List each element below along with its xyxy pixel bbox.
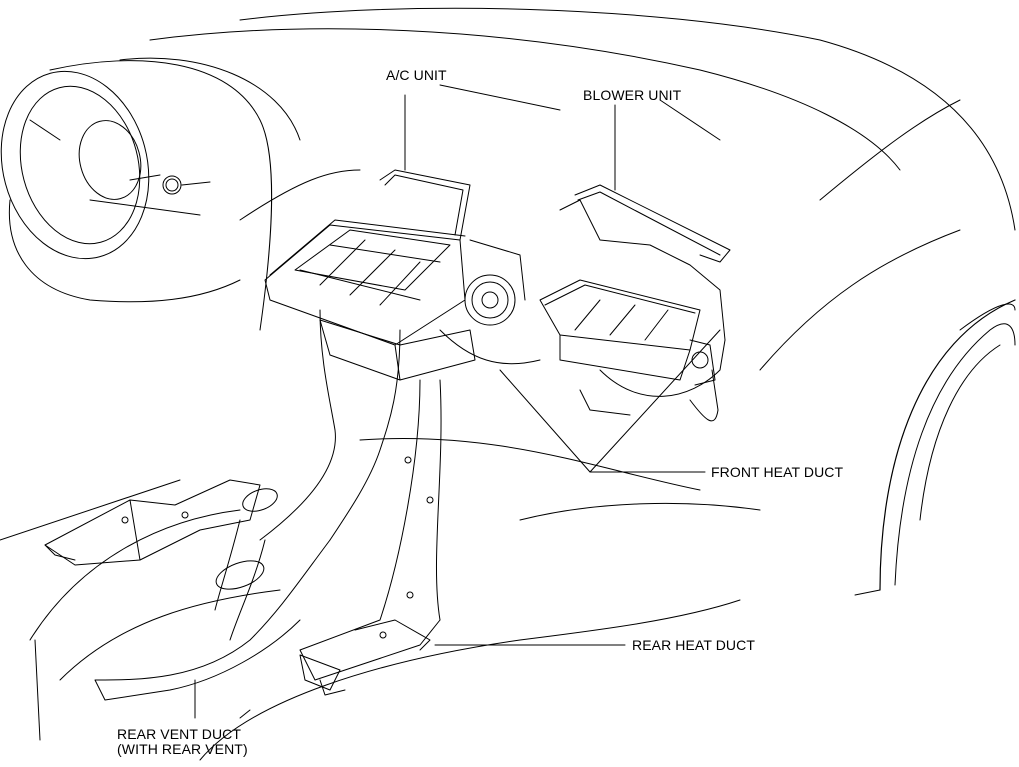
label-blower-unit: BLOWER UNIT — [583, 87, 682, 103]
label-rear-vent-duct: REAR VENT DUCT (WITH REAR VENT) — [117, 727, 248, 757]
blower-unit-drawing — [539, 184, 731, 422]
leader-rear-vent-duct-2 — [239, 709, 251, 719]
leader-lines — [194, 84, 721, 719]
label-rear-vent-duct-line1: REAR VENT DUCT — [117, 726, 242, 742]
label-rear-vent-duct-line2: (WITH REAR VENT) — [117, 741, 248, 757]
ac-unit-drawing — [264, 169, 541, 381]
leader-front-heat-duct-2 — [589, 329, 721, 473]
leader-front-heat-duct-1 — [499, 369, 706, 473]
label-ac-unit: A/C UNIT — [386, 67, 447, 83]
leader-blower-unit-2 — [659, 99, 721, 141]
steering-wheel — [0, 70, 211, 260]
rear-heat-duct-drawing — [259, 309, 442, 696]
vehicle-body-outline — [0, 7, 1016, 761]
label-rear-heat-duct: REAR HEAT DUCT — [632, 637, 756, 653]
leader-ac-unit-2 — [439, 84, 561, 111]
rear-vent-duct-drawing — [44, 479, 331, 701]
label-front-heat-duct: FRONT HEAT DUCT — [711, 464, 844, 480]
